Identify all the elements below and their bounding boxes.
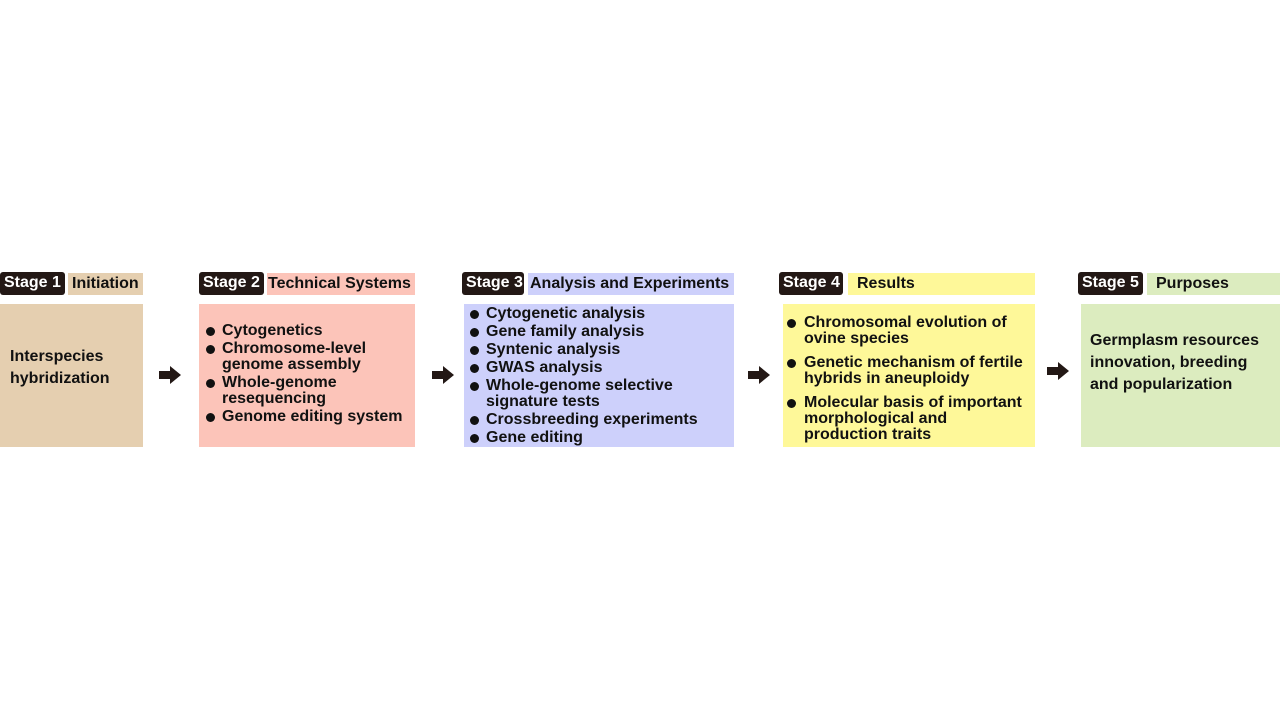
bullet-icon [470, 364, 479, 373]
stage-3-tag: Stage 3 [462, 272, 524, 295]
stage-5-text: Germplasm resources innovation, breeding… [1090, 332, 1259, 393]
bullet-icon [206, 327, 215, 336]
arrow-right-icon [748, 366, 770, 384]
list-item: Gene editing [470, 430, 730, 446]
list-item: Genetic mechanism of fertile hybrids in … [787, 355, 1031, 387]
list-item: Molecular basis of important morphologic… [787, 395, 1031, 443]
stage-2-tag: Stage 2 [199, 272, 264, 295]
stage-1-box: Interspecies hybridization [0, 304, 143, 447]
stage-5-tag: Stage 5 [1078, 272, 1143, 295]
stage-5-name: Purposes [1147, 273, 1280, 295]
list-item: Whole-genome selective signature tests [470, 378, 730, 410]
bullet-icon [206, 345, 215, 354]
bullet-icon [470, 434, 479, 443]
stage-2-list: Cytogenetics Chromosome-level genome ass… [206, 323, 409, 425]
bullet-icon [787, 319, 796, 328]
arrow-right-icon [432, 366, 454, 384]
stage-3-box: Cytogenetic analysis Gene family analysi… [464, 304, 734, 447]
bullet-icon [206, 379, 215, 388]
stage-3-name: Analysis and Experiments [528, 273, 734, 295]
list-item: Chromosome-level genome assembly [206, 341, 409, 373]
stage-4-name: Results [848, 273, 1035, 295]
bullet-icon [470, 416, 479, 425]
list-item: Cytogenetic analysis [470, 306, 730, 322]
stage-4-list: Chromosomal evolution of ovine species G… [787, 315, 1031, 443]
stage-3-list: Cytogenetic analysis Gene family analysi… [470, 306, 730, 446]
arrow-right-icon [1047, 362, 1069, 380]
list-item: Whole-genome resequencing [206, 375, 409, 407]
list-item: Cytogenetics [206, 323, 409, 339]
list-item: Gene family analysis [470, 324, 730, 340]
bullet-icon [787, 399, 796, 408]
bullet-icon [470, 346, 479, 355]
stage-4-box: Chromosomal evolution of ovine species G… [783, 304, 1035, 447]
stage-4-tag: Stage 4 [779, 272, 843, 295]
stage-2-box: Cytogenetics Chromosome-level genome ass… [199, 304, 415, 447]
list-item: Syntenic analysis [470, 342, 730, 358]
list-item: Chromosomal evolution of ovine species [787, 315, 1031, 347]
bullet-icon [470, 328, 479, 337]
arrow-right-icon [159, 366, 181, 384]
stage-5-box: Germplasm resources innovation, breeding… [1081, 304, 1280, 447]
bullet-icon [470, 382, 479, 391]
stage-1-tag: Stage 1 [0, 272, 65, 295]
list-item: Crossbreeding experiments [470, 412, 730, 428]
list-item: GWAS analysis [470, 360, 730, 376]
bullet-icon [206, 413, 215, 422]
bullet-icon [470, 310, 479, 319]
list-item: Genome editing system [206, 409, 409, 425]
bullet-icon [787, 359, 796, 368]
stage-1-name: Initiation [68, 273, 143, 295]
stage-1-text: Interspecies hybridization [10, 348, 110, 387]
stage-2-name: Technical Systems [267, 273, 415, 295]
